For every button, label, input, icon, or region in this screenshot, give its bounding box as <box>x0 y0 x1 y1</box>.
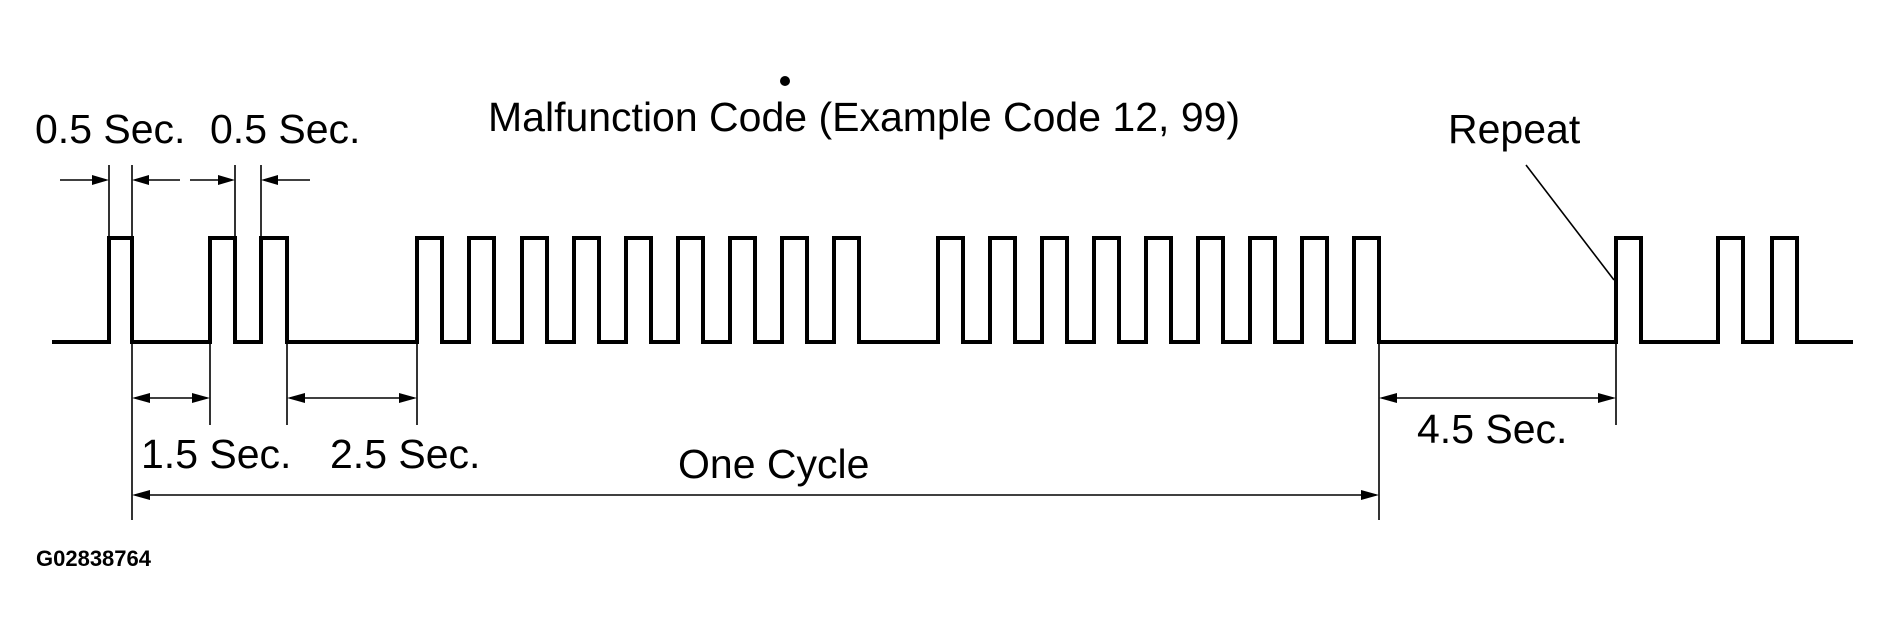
gap-1-5-label: 1.5 Sec. <box>141 431 291 477</box>
gap-4-5-label: 4.5 Sec. <box>1417 406 1567 452</box>
gap-2-5-label: 2.5 Sec. <box>330 431 480 477</box>
repeat-pointer-line <box>1525 164 1615 281</box>
title-dot <box>780 76 790 86</box>
pulse-width-dimension-1 <box>60 175 180 185</box>
figure-id: G02838764 <box>36 546 152 571</box>
repeat-label: Repeat <box>1448 106 1581 152</box>
gap-2-5-dimension <box>287 393 417 403</box>
pulse-width-dimension-2 <box>190 175 310 185</box>
gap-4-5-dimension <box>1379 393 1616 403</box>
gap-1-5-dimension <box>132 393 210 403</box>
one-cycle-dimension <box>132 490 1379 500</box>
diagram-title: Malfunction Code (Example Code 12, 99) <box>488 94 1240 140</box>
pulse-width-label-2: 0.5 Sec. <box>210 106 360 152</box>
signal-waveform <box>52 236 1853 344</box>
one-cycle-label: One Cycle <box>678 441 869 487</box>
pulse-width-label-1: 0.5 Sec. <box>35 106 185 152</box>
